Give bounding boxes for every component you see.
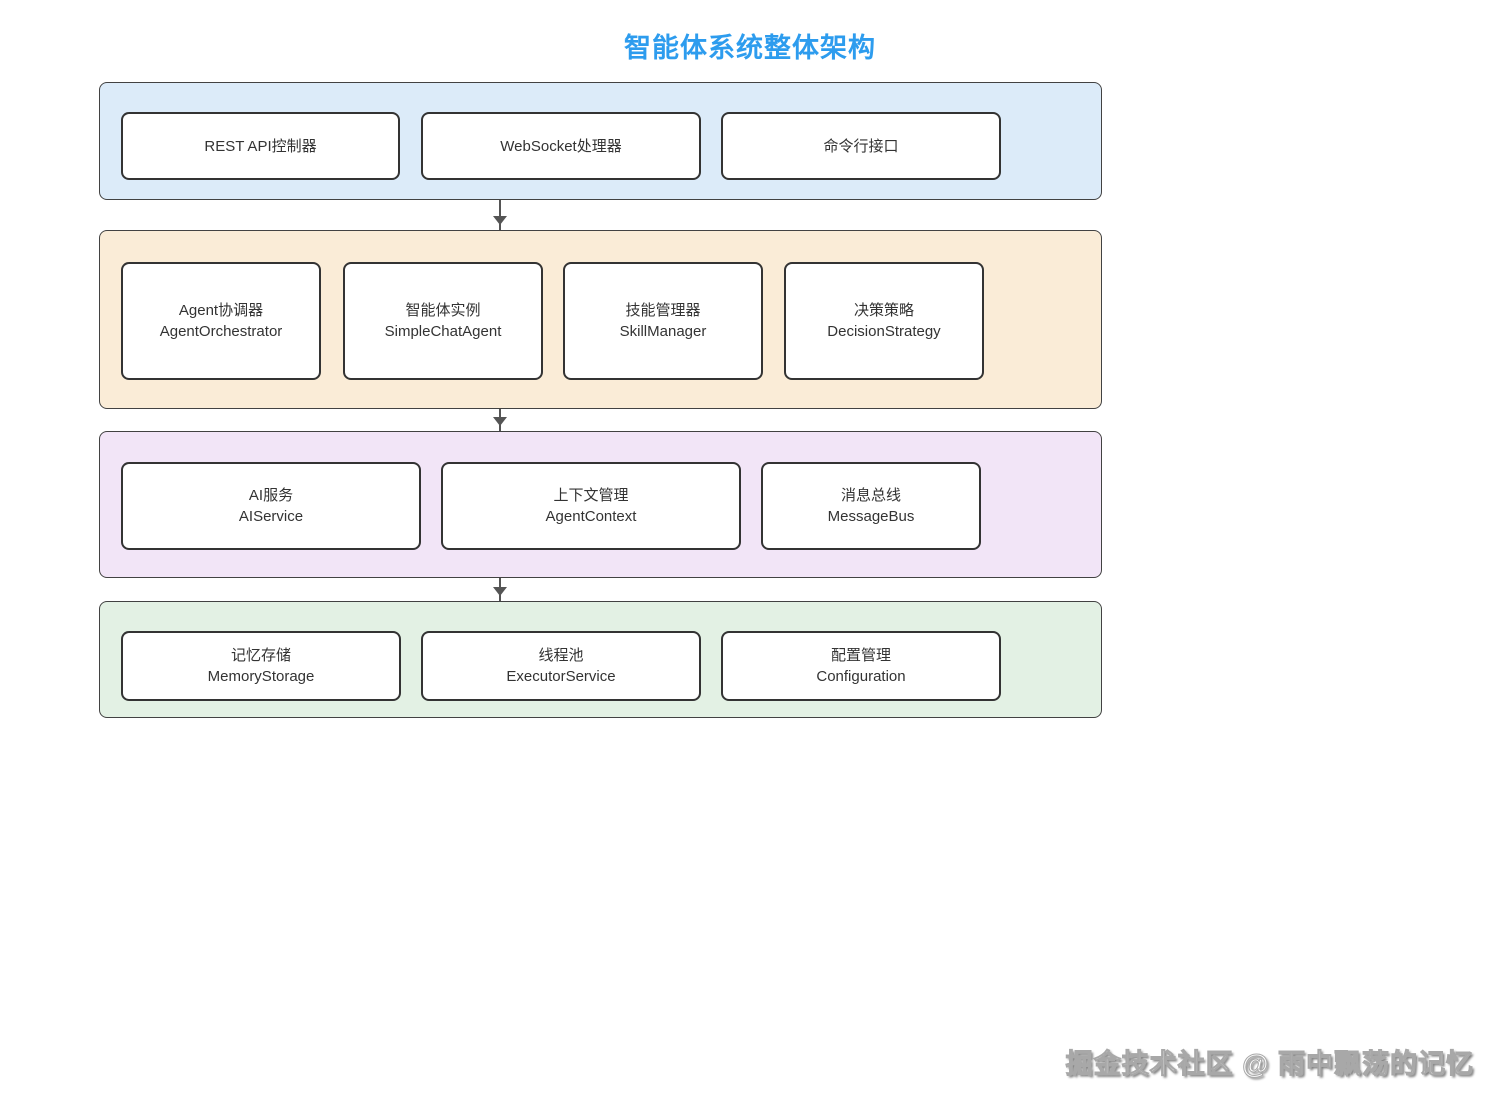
node-label-cn: 智能体实例 [405,302,481,319]
node-label-en: SkillManager [619,323,707,340]
watermark: 掘金技术社区 @ 雨中飘荡的记忆 [1065,1049,1474,1080]
node-label-en: DecisionStrategy [827,323,941,340]
node-label-cn: 决策策略 [853,302,914,319]
node-label-en: AgentContext [545,508,637,525]
arrow-interface-to-core [493,200,507,230]
node-label: WebSocket处理器 [500,137,622,155]
node-label-cn: 技能管理器 [625,302,701,319]
arrow-service-to-infra [493,578,507,601]
node-label-cn: 配置管理 [830,647,891,664]
diagram-title: 智能体系统整体架构 [624,33,876,63]
node-simple-chat-agent: 智能体实例 SimpleChatAgent [343,262,543,380]
node-label-cn: AI服务 [248,487,294,504]
layer-infrastructure: 记忆存储 MemoryStorage 线程池 ExecutorService 配… [99,601,1102,718]
node-agent-orchestrator: Agent协调器 AgentOrchestrator [121,262,321,380]
node-executor-service: 线程池 ExecutorService [421,631,701,701]
node-label-en: Configuration [816,668,906,685]
arrow-core-to-service [493,409,507,431]
node-agent-context: 上下文管理 AgentContext [441,462,741,550]
layer-agent-core: Agent协调器 AgentOrchestrator 智能体实例 SimpleC… [99,230,1102,409]
node-label-en: MemoryStorage [207,668,315,685]
node-label-en: AgentOrchestrator [159,323,283,340]
layer-interface: REST API控制器 WebSocket处理器 命令行接口 [99,82,1102,200]
node-cli-interface: 命令行接口 [721,112,1001,180]
node-label: REST API控制器 [204,137,317,155]
node-message-bus: 消息总线 MessageBus [761,462,981,550]
node-label-cn: 线程池 [538,647,584,664]
node-label: 命令行接口 [823,137,899,155]
node-label-cn: 上下文管理 [553,487,629,504]
node-ai-service: AI服务 AIService [121,462,421,550]
node-websocket-handler: WebSocket处理器 [421,112,701,180]
node-rest-api-controller: REST API控制器 [121,112,400,180]
node-memory-storage: 记忆存储 MemoryStorage [121,631,401,701]
node-label-cn: Agent协调器 [178,302,264,319]
node-configuration: 配置管理 Configuration [721,631,1001,701]
node-label-cn: 记忆存储 [230,647,291,664]
layer-service: AI服务 AIService 上下文管理 AgentContext 消息总线 M… [99,431,1102,578]
node-label-en: ExecutorService [506,668,616,685]
node-label-cn: 消息总线 [840,487,901,504]
node-label-en: SimpleChatAgent [384,323,502,340]
node-label-en: MessageBus [827,508,915,525]
node-label-en: AIService [238,508,304,525]
node-decision-strategy: 决策策略 DecisionStrategy [784,262,984,380]
node-skill-manager: 技能管理器 SkillManager [563,262,763,380]
